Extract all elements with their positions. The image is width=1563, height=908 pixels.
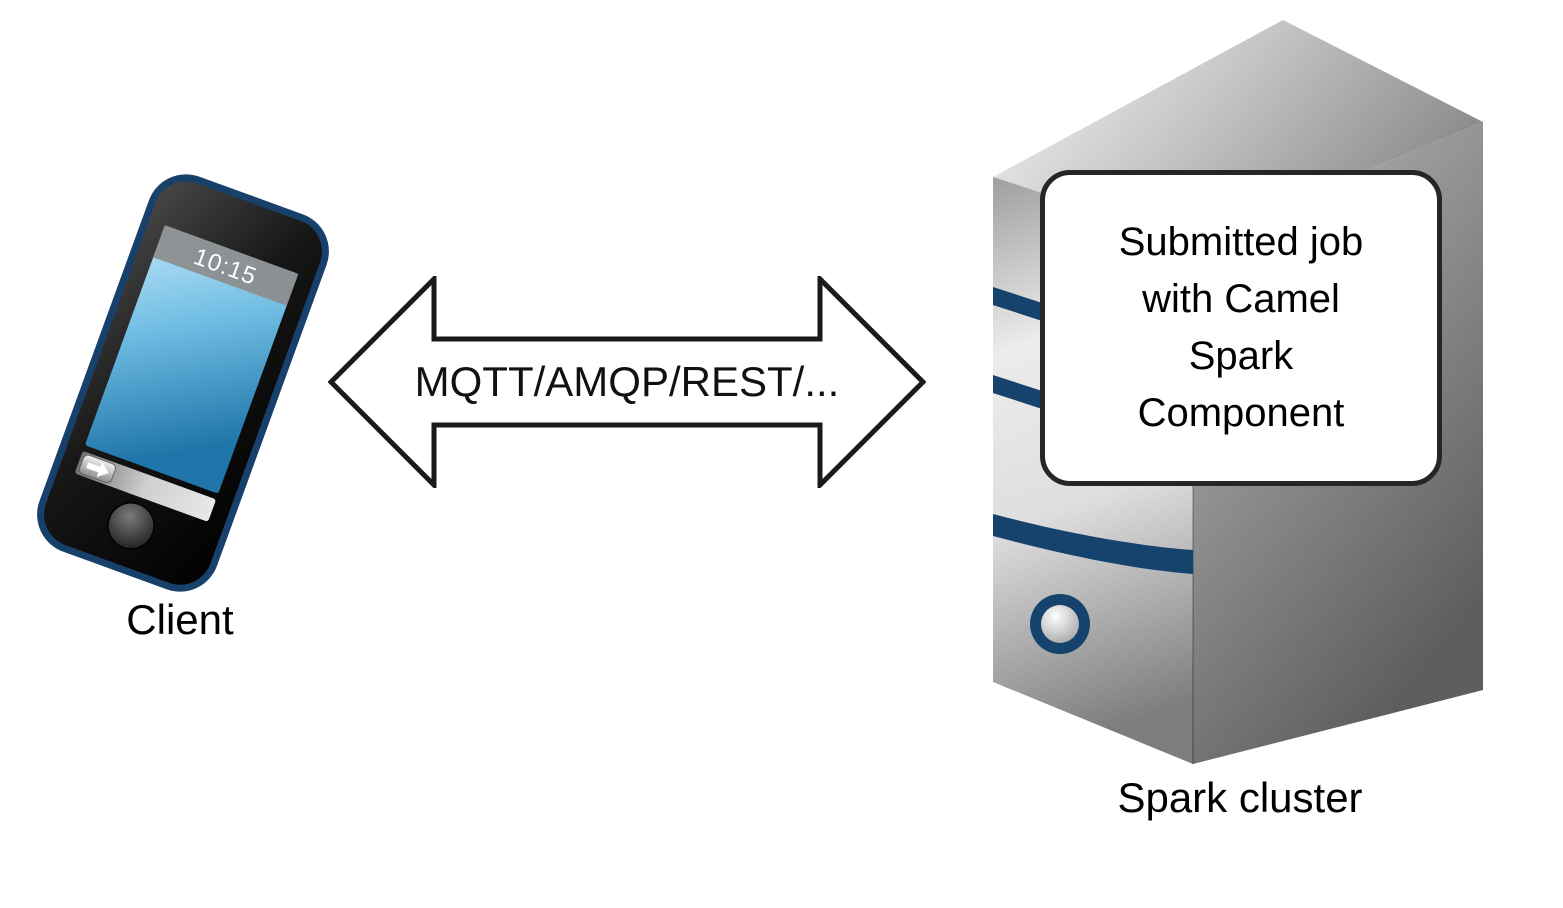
arrow-shape	[328, 276, 926, 488]
phone-status-bar	[153, 225, 299, 306]
server-swoosh-stripe	[993, 514, 1193, 574]
client-label: Client	[126, 596, 234, 643]
home-button-icon	[107, 502, 155, 550]
callout-line: Submitted job	[1118, 220, 1364, 265]
power-button-icon	[1041, 605, 1079, 643]
callout-line: Spark	[1188, 334, 1294, 378]
slide-arrow-icon	[86, 462, 109, 478]
client-phone: 10:15	[25, 163, 340, 604]
callout-line: Component	[1137, 390, 1345, 435]
callout-line: with Camel	[1142, 277, 1340, 322]
phone-screen	[85, 226, 298, 493]
protocol-arrow: MQTT/AMQP/REST/...	[328, 276, 926, 488]
protocol-label: MQTT/AMQP/REST/...	[414, 358, 840, 405]
phone-illustration: 10:15	[37, 174, 329, 592]
bidirectional-arrow-icon	[328, 276, 926, 488]
submitted-job-callout: Submitted job with Camel Spark Component	[1040, 170, 1442, 486]
spark-cluster-label: Spark cluster	[1117, 774, 1363, 821]
